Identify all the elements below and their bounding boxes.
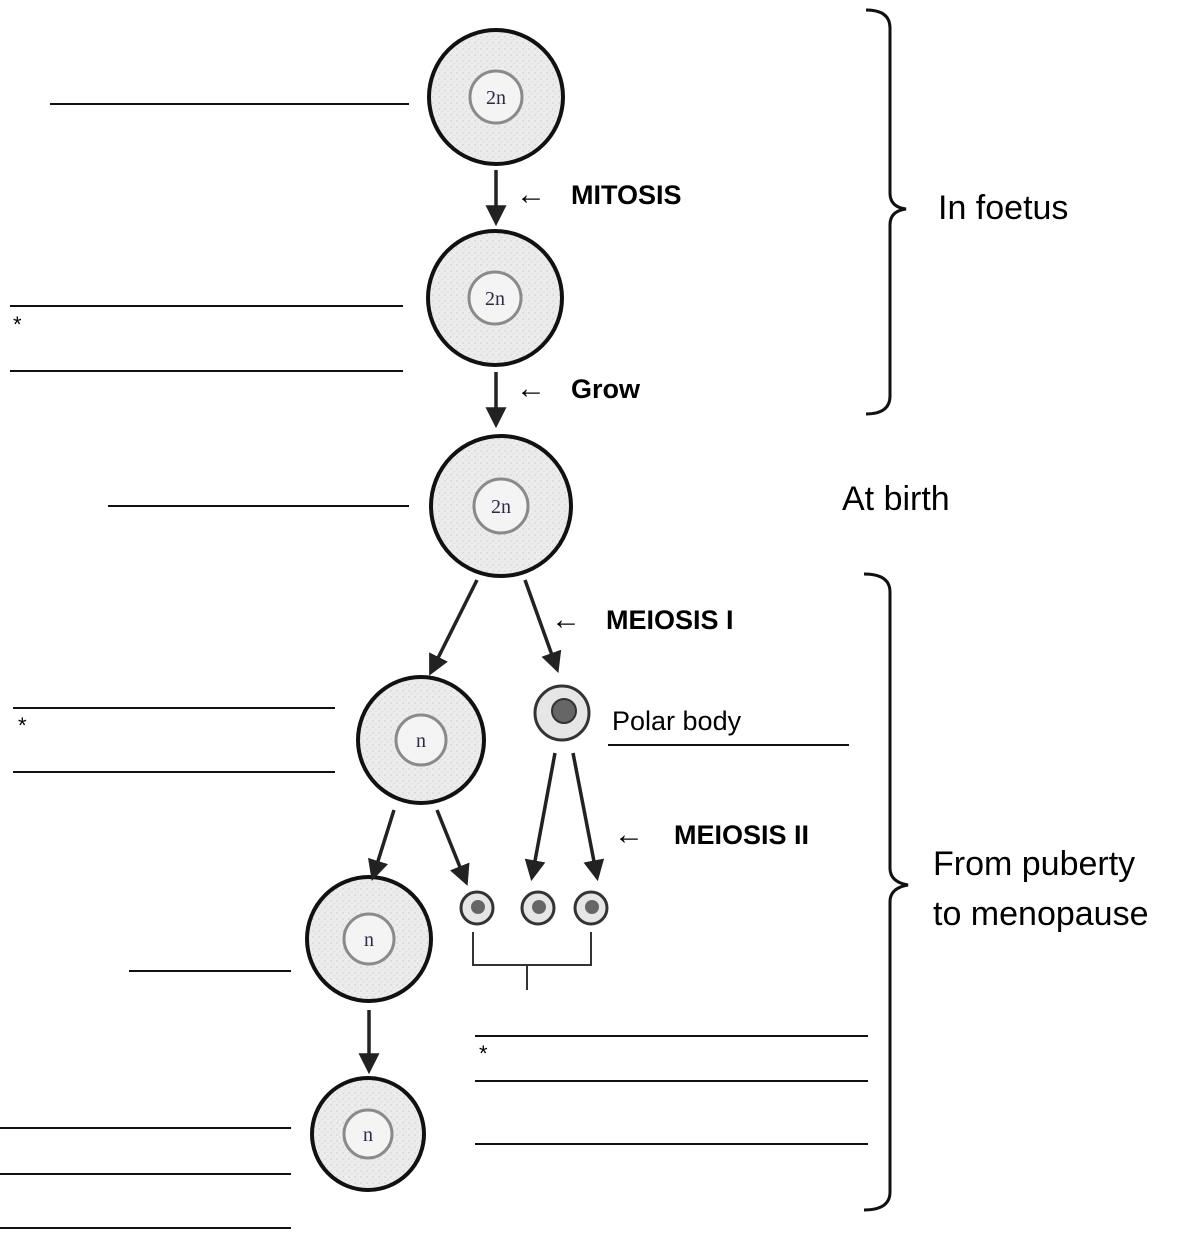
meiosis2-arrow-glyph: ← xyxy=(614,818,644,851)
primary-foetus-ploidy: 2n xyxy=(485,288,505,310)
polar-body-first xyxy=(533,684,591,742)
ovum-cell: n xyxy=(310,1076,426,1192)
oogonium-ploidy: 2n xyxy=(486,87,506,109)
meiosis1-arrow-glyph: ← xyxy=(551,603,581,636)
mitosis-label: MITOSIS xyxy=(571,180,682,210)
polar-bodies-bracket xyxy=(472,932,592,990)
meiosis2-arrow-1 xyxy=(368,809,396,882)
primary-birth-ploidy: 2n xyxy=(491,496,511,518)
oogonium-cell: 2n xyxy=(427,28,565,166)
grow-arrow-glyph: ← xyxy=(516,372,546,405)
grow-label: Grow xyxy=(571,374,641,404)
at-birth-label: At birth xyxy=(842,480,950,518)
meiosis2-arrow-2 xyxy=(435,809,470,886)
in-foetus-label: In foetus xyxy=(938,189,1068,227)
meiosis1-label: MEIOSIS I xyxy=(606,605,734,635)
polar-body-1 xyxy=(459,890,495,926)
primary-oocyte-birth-cell: 2n xyxy=(429,434,573,578)
foetus-bracket xyxy=(865,8,907,416)
meiosis1-arrow-left xyxy=(429,579,479,676)
mitosis-arrow-glyph: ← xyxy=(516,178,546,211)
asterisk-primary-foetus: * xyxy=(13,312,22,337)
ootid-cell: n xyxy=(305,875,433,1003)
meiosis2-arrow-4 xyxy=(571,752,605,882)
meiosis2-arrow-3 xyxy=(524,752,557,882)
puberty-label-line1: From puberty xyxy=(933,845,1135,883)
primary-oocyte-foetus-cell: 2n xyxy=(426,229,564,367)
asterisk-secondary: * xyxy=(18,713,27,738)
ovum-ploidy: n xyxy=(363,1124,373,1146)
asterisk-polar-bodies: * xyxy=(479,1041,488,1066)
polar-body-label: Polar body xyxy=(612,706,742,736)
puberty-bracket xyxy=(863,572,909,1212)
ootid-ploidy: n xyxy=(364,929,374,951)
polar-body-2 xyxy=(520,890,556,926)
meiosis1-arrow-right xyxy=(523,579,562,673)
meiosis2-label: MEIOSIS II xyxy=(674,820,809,850)
polar-body-3 xyxy=(573,890,609,926)
puberty-label-line2: to menopause xyxy=(933,895,1149,933)
secondary-ploidy: n xyxy=(416,730,426,752)
secondary-oocyte-cell: n xyxy=(356,675,486,805)
